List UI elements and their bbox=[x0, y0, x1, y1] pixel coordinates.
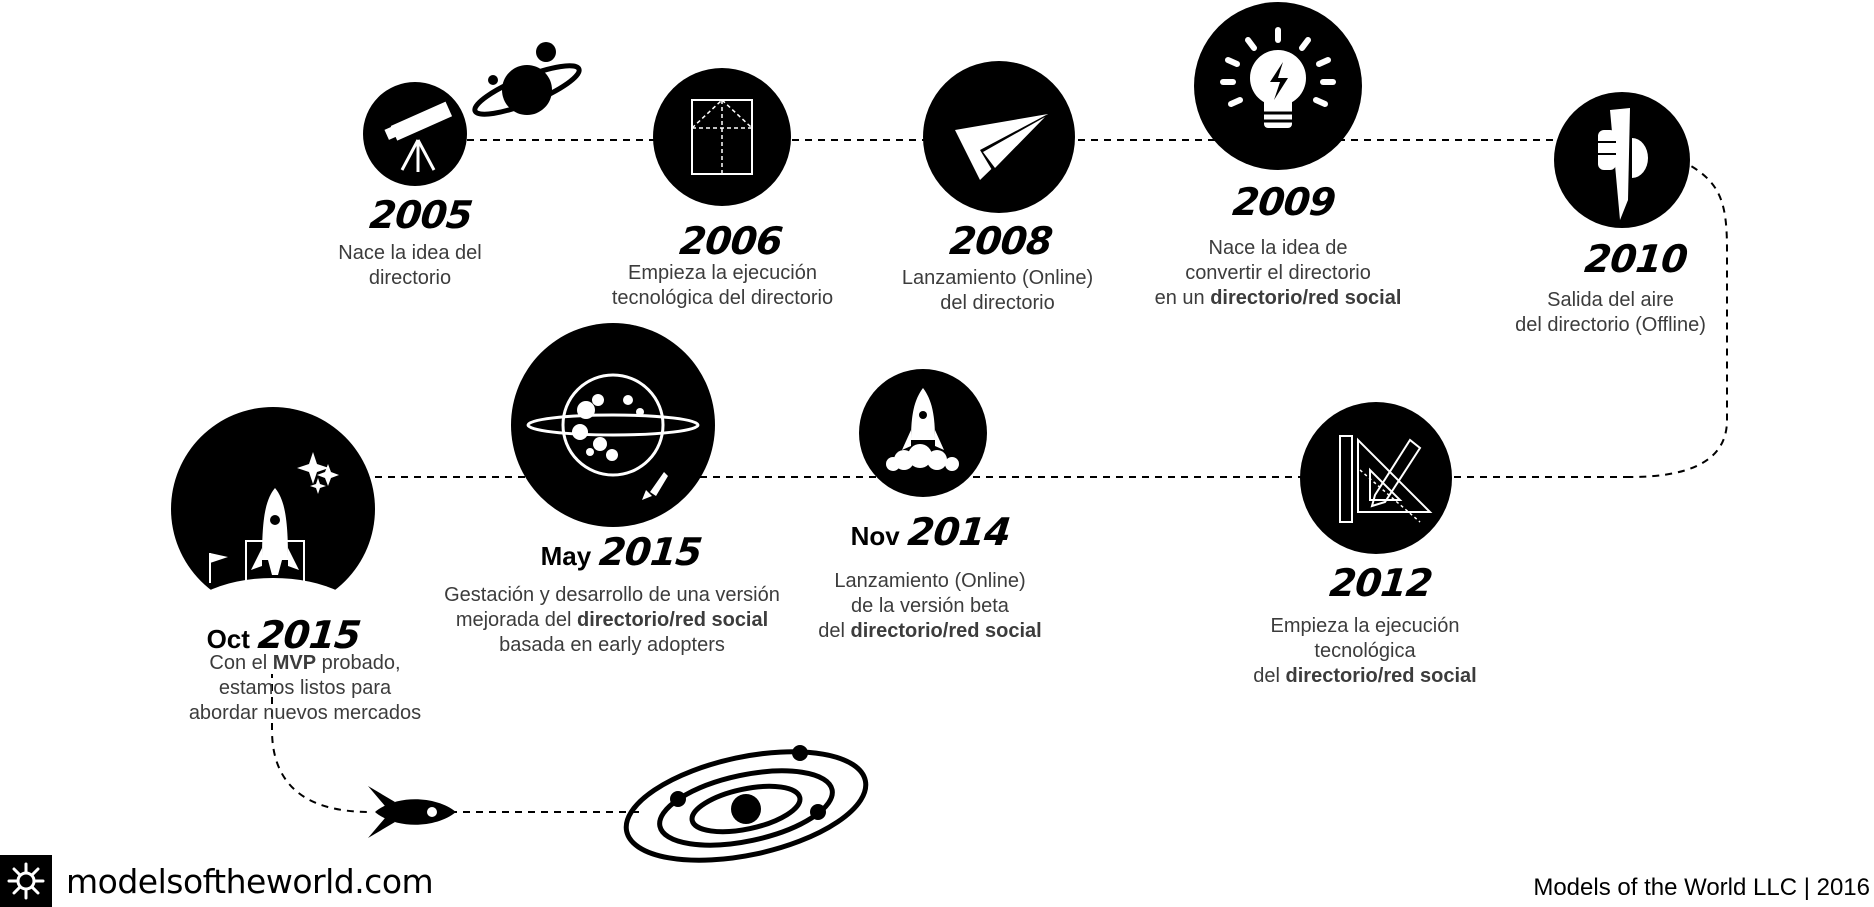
caption-line: del directorio bbox=[890, 291, 1105, 316]
caption-line: tecnológica del directorio bbox=[600, 286, 845, 311]
caption-text: del bbox=[818, 620, 851, 642]
caption-text: de la versión beta bbox=[851, 595, 1009, 617]
paper-plane-icon bbox=[923, 61, 1075, 213]
caption-emphasis: directorio/red social bbox=[850, 620, 1042, 642]
caption-line: del directorio/red social bbox=[805, 619, 1055, 644]
telescope-icon bbox=[363, 82, 467, 186]
rocket-crash-icon bbox=[1554, 92, 1690, 228]
saturn-icon bbox=[472, 42, 582, 117]
caption-2008: Lanzamiento (Online) del directorio bbox=[890, 266, 1105, 316]
brand-logo-block: modelsoftheworld.com bbox=[0, 855, 434, 907]
caption-line: Nace la idea de bbox=[1138, 236, 1418, 261]
month-prefix: Oct bbox=[206, 624, 250, 654]
caption-text: del directorio bbox=[940, 292, 1055, 314]
ruler-pencil-icon bbox=[1300, 402, 1452, 554]
caption-text: Lanzamiento (Online) bbox=[834, 570, 1026, 592]
flying-rocket-icon bbox=[368, 786, 456, 838]
caption-text: Salida del aire bbox=[1547, 289, 1674, 311]
caption-text: tecnológica bbox=[1314, 640, 1416, 662]
rocket-launch-icon bbox=[859, 369, 987, 497]
caption-text: basada en early adopters bbox=[499, 634, 725, 656]
caption-emphasis: directorio/red social bbox=[1285, 665, 1477, 687]
planet-icon bbox=[511, 323, 715, 527]
caption-text: Empieza la ejecución bbox=[1270, 615, 1460, 637]
caption-text: abordar nuevos mercados bbox=[188, 702, 422, 724]
caption-emphasis: directorio/red social bbox=[1210, 287, 1402, 309]
caption-2005: Nace la idea del directorio bbox=[330, 241, 490, 291]
launch-pad-icon bbox=[171, 407, 375, 674]
caption-line: estamos listos para bbox=[175, 676, 435, 701]
caption-text: Nace la idea de bbox=[1208, 237, 1348, 259]
caption-line: del directorio/red social bbox=[1240, 664, 1490, 689]
caption-line: basada en early adopters bbox=[432, 633, 792, 658]
caption-line: Salida del aire bbox=[1503, 288, 1718, 313]
caption-line: Gestación y desarrollo de una versión bbox=[432, 583, 792, 608]
caption-line: Lanzamiento (Online) bbox=[890, 266, 1105, 291]
copyright-note: Models of the World LLC | 2016 bbox=[1533, 874, 1870, 901]
caption-text: del directorio (Offline) bbox=[1515, 314, 1706, 336]
caption-text: Con el bbox=[209, 652, 273, 674]
caption-text: Gestación y desarrollo de una versión bbox=[444, 584, 780, 606]
caption-line: convertir el directorio bbox=[1138, 261, 1418, 286]
caption-line: directorio bbox=[330, 266, 490, 291]
caption-text: tecnológica del directorio bbox=[611, 287, 834, 309]
month-prefix: Nov bbox=[850, 521, 900, 551]
caption-text: Empieza la ejecución bbox=[628, 262, 817, 284]
caption-text: directorio bbox=[368, 267, 452, 289]
sunburst-logo-icon bbox=[0, 855, 52, 907]
caption-text: del bbox=[1253, 665, 1286, 687]
caption-line: abordar nuevos mercados bbox=[175, 701, 435, 726]
caption-line: Nace la idea del bbox=[330, 241, 490, 266]
caption-2006: Empieza la ejecución tecnológica del dire… bbox=[600, 261, 845, 311]
caption-line: del directorio (Offline) bbox=[1503, 313, 1718, 338]
caption-line: Empieza la ejecución bbox=[1240, 614, 1490, 639]
caption-line: Empieza la ejecución bbox=[600, 261, 845, 286]
caption-text: convertir el directorio bbox=[1185, 262, 1371, 284]
solar-system-planets bbox=[670, 745, 826, 824]
caption-emphasis: directorio/red social bbox=[577, 609, 769, 631]
caption-text: mejorada del bbox=[455, 609, 577, 631]
caption-line: mejorada del directorio/red social bbox=[432, 608, 792, 633]
month-prefix: May bbox=[540, 541, 592, 571]
year-2008: 2008 bbox=[947, 219, 1055, 263]
solar-system-icon bbox=[623, 749, 869, 863]
caption-emphasis: MVP bbox=[272, 652, 317, 674]
caption-2010: Salida del aire del directorio (Offline) bbox=[1503, 288, 1718, 338]
year-2010: 2010 bbox=[1582, 237, 1690, 281]
year-2006: 2006 bbox=[677, 219, 785, 263]
caption-text: en un bbox=[1154, 287, 1211, 309]
blueprint-icon bbox=[653, 68, 791, 206]
year-2009: 2009 bbox=[1230, 180, 1338, 224]
year-2005: 2005 bbox=[367, 193, 475, 237]
caption-line: de la versión beta bbox=[805, 594, 1055, 619]
brand-name: modelsoftheworld.com bbox=[66, 861, 434, 901]
caption-line: tecnológica bbox=[1240, 639, 1490, 664]
caption-text: probado, bbox=[316, 652, 401, 674]
caption-text: Nace la idea del bbox=[338, 242, 482, 264]
caption-line: Con el MVP probado, bbox=[175, 651, 435, 676]
caption-line: en un directorio/red social bbox=[1138, 286, 1418, 311]
caption-line: Lanzamiento (Online) bbox=[805, 569, 1055, 594]
caption-text: Lanzamiento (Online) bbox=[901, 267, 1094, 289]
lightbulb-icon bbox=[1194, 2, 1362, 170]
year-2012: 2012 bbox=[1327, 561, 1435, 605]
caption-text: estamos listos para bbox=[218, 677, 392, 699]
